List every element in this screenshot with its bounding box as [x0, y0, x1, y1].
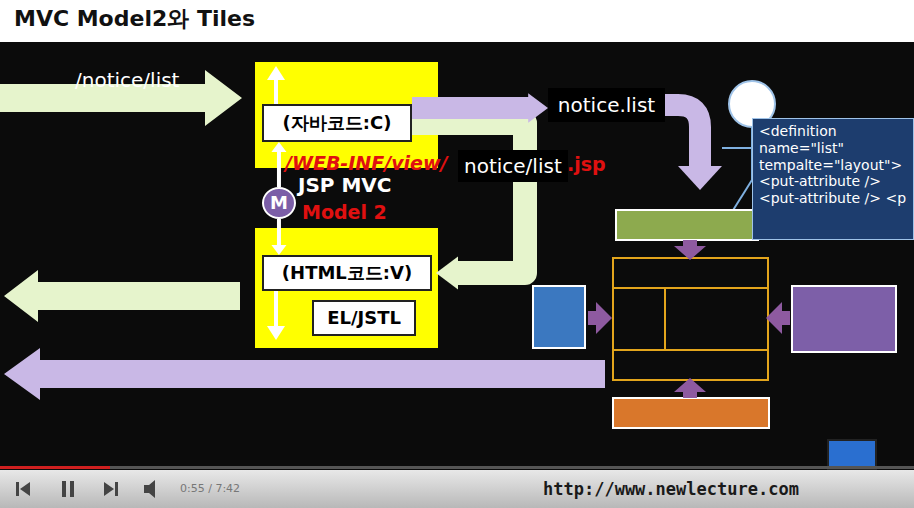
connector-line	[412, 97, 532, 119]
el-jstl-box: EL/JSTL	[312, 300, 416, 336]
view-panel	[255, 228, 438, 348]
pause-icon	[62, 481, 66, 497]
node-text: notice.list	[558, 93, 655, 117]
definition-box: <definition name="list" tempalte="layout…	[752, 118, 914, 240]
slide-title: MVC Model2와 Tiles	[14, 4, 255, 34]
path-suffix: .jsp	[567, 153, 606, 175]
url-label: /notice/list	[75, 68, 179, 92]
node-text: EL/JSTL	[327, 307, 401, 329]
aside-tile	[792, 286, 896, 352]
response-arrow	[4, 270, 240, 322]
controller-box: (자바코드:C)	[262, 104, 412, 142]
footer-tile	[613, 398, 769, 428]
layout-line	[664, 288, 666, 350]
menu-tile	[533, 286, 585, 348]
header-tile	[616, 210, 758, 240]
arrow-head	[436, 257, 458, 290]
jsp-mvc-label: JSP MVC	[298, 173, 392, 197]
view-box: (HTML코드:V)	[262, 255, 432, 291]
connector-line	[277, 219, 281, 247]
progress-track	[0, 466, 914, 469]
layout-line	[613, 349, 768, 351]
arrow-head	[678, 166, 722, 190]
connector-line	[277, 150, 281, 187]
layout-line	[613, 287, 768, 289]
insert-arrow	[674, 240, 706, 260]
arrow-shaft	[274, 290, 278, 328]
connector-line	[412, 123, 525, 273]
node-text: notice/list	[464, 154, 562, 178]
arrow-head	[267, 326, 285, 340]
node-text: <definition name="list" tempalte="layout…	[759, 123, 907, 207]
progress-fill	[0, 466, 110, 469]
prev-icon	[16, 482, 19, 496]
tiles-arrow	[660, 105, 700, 168]
player-bar	[0, 470, 914, 508]
arrow-head	[271, 142, 286, 152]
layout-frame	[613, 258, 768, 380]
tiles-arrow	[412, 93, 548, 123]
volume-icon	[144, 480, 155, 498]
arrow-head	[528, 93, 548, 123]
monitor-icon	[828, 440, 876, 470]
title-band	[0, 0, 914, 42]
insert-arrow	[674, 378, 706, 398]
model-arrow	[271, 219, 286, 255]
arrow-shaft	[274, 78, 278, 104]
model-circle: M	[262, 187, 296, 219]
tiles-name-box: notice.list	[548, 88, 665, 122]
node-text: M	[270, 192, 288, 214]
path-prefix: /WEB-INF/view/	[285, 152, 447, 174]
pause-icon	[70, 481, 74, 497]
next-icon	[115, 482, 118, 496]
node-text: (HTML코드:V)	[282, 262, 412, 284]
tiles-response-arrow	[4, 348, 605, 400]
insert-arrow	[588, 302, 612, 334]
insert-arrow	[766, 302, 790, 334]
arrow-head	[267, 66, 285, 80]
prev-icon	[20, 482, 30, 496]
time-label: 0:55 / 7:42	[180, 482, 240, 495]
model2-label: Model 2	[302, 201, 387, 223]
model-arrow	[271, 142, 286, 187]
slide-ground	[0, 42, 914, 470]
site-url: http://www.newlecture.com	[543, 479, 799, 499]
arrow-head	[271, 245, 286, 255]
node-text: (자바코드:C)	[283, 112, 392, 134]
view-path-box: notice/list	[458, 150, 568, 182]
next-icon	[104, 482, 114, 496]
